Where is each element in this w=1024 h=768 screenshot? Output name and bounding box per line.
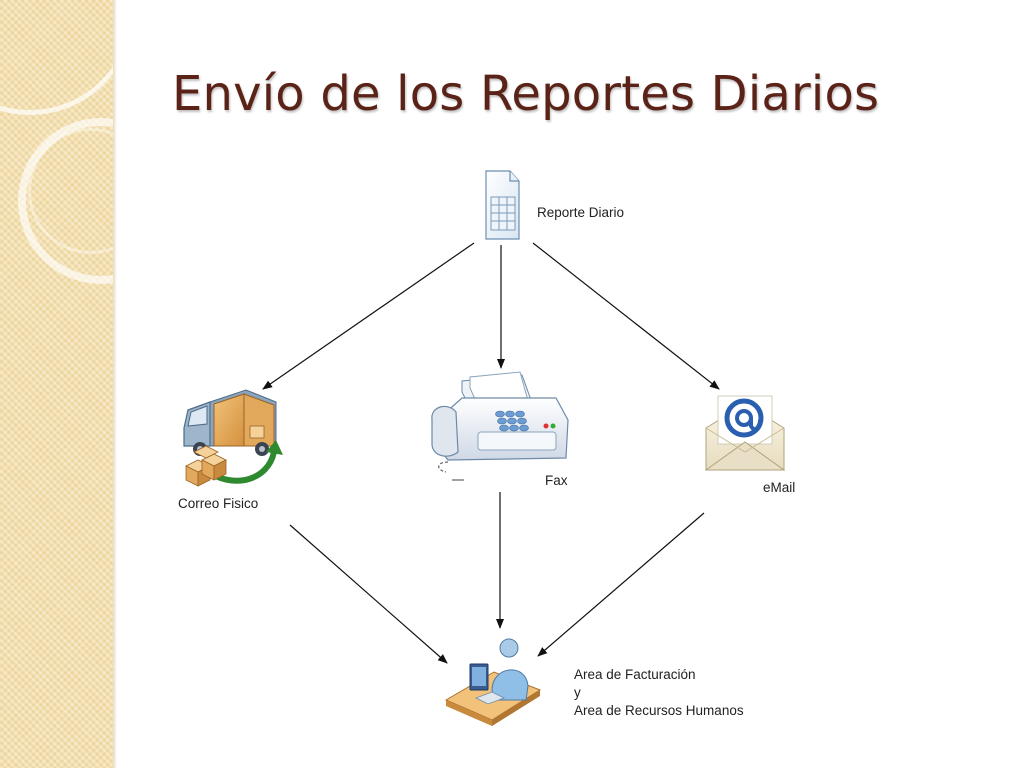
destination-line: y — [574, 685, 581, 700]
edges-layer — [262, 242, 720, 664]
delivery-truck-icon — [183, 389, 283, 487]
node-label-correo-fisico: Correo Fisico — [178, 496, 259, 511]
slide-title: Envío de los Reportes Diarios — [172, 66, 880, 122]
destination-line: Area de Facturación — [574, 667, 696, 682]
decorative-side-panel — [0, 0, 113, 768]
side-panel-edge — [113, 0, 117, 768]
edge-report-to-correo — [262, 242, 475, 390]
fax-machine-icon — [431, 371, 569, 481]
node-label-destination: Area de Facturación y Area de Recursos H… — [574, 666, 744, 720]
node-label-email: eMail — [763, 480, 796, 495]
node-label-reporte-diario: Reporte Diario — [537, 205, 625, 220]
edge-email-to-destination — [537, 512, 705, 657]
node-label-fax: Fax — [545, 473, 568, 488]
office-worker-icon — [444, 638, 542, 726]
edge-correo-to-destination — [289, 524, 448, 664]
spreadsheet-document-icon — [485, 170, 520, 240]
destination-line: Area de Recursos Humanos — [574, 703, 744, 718]
edge-report-to-email — [532, 242, 720, 390]
email-envelope-icon — [704, 395, 786, 471]
